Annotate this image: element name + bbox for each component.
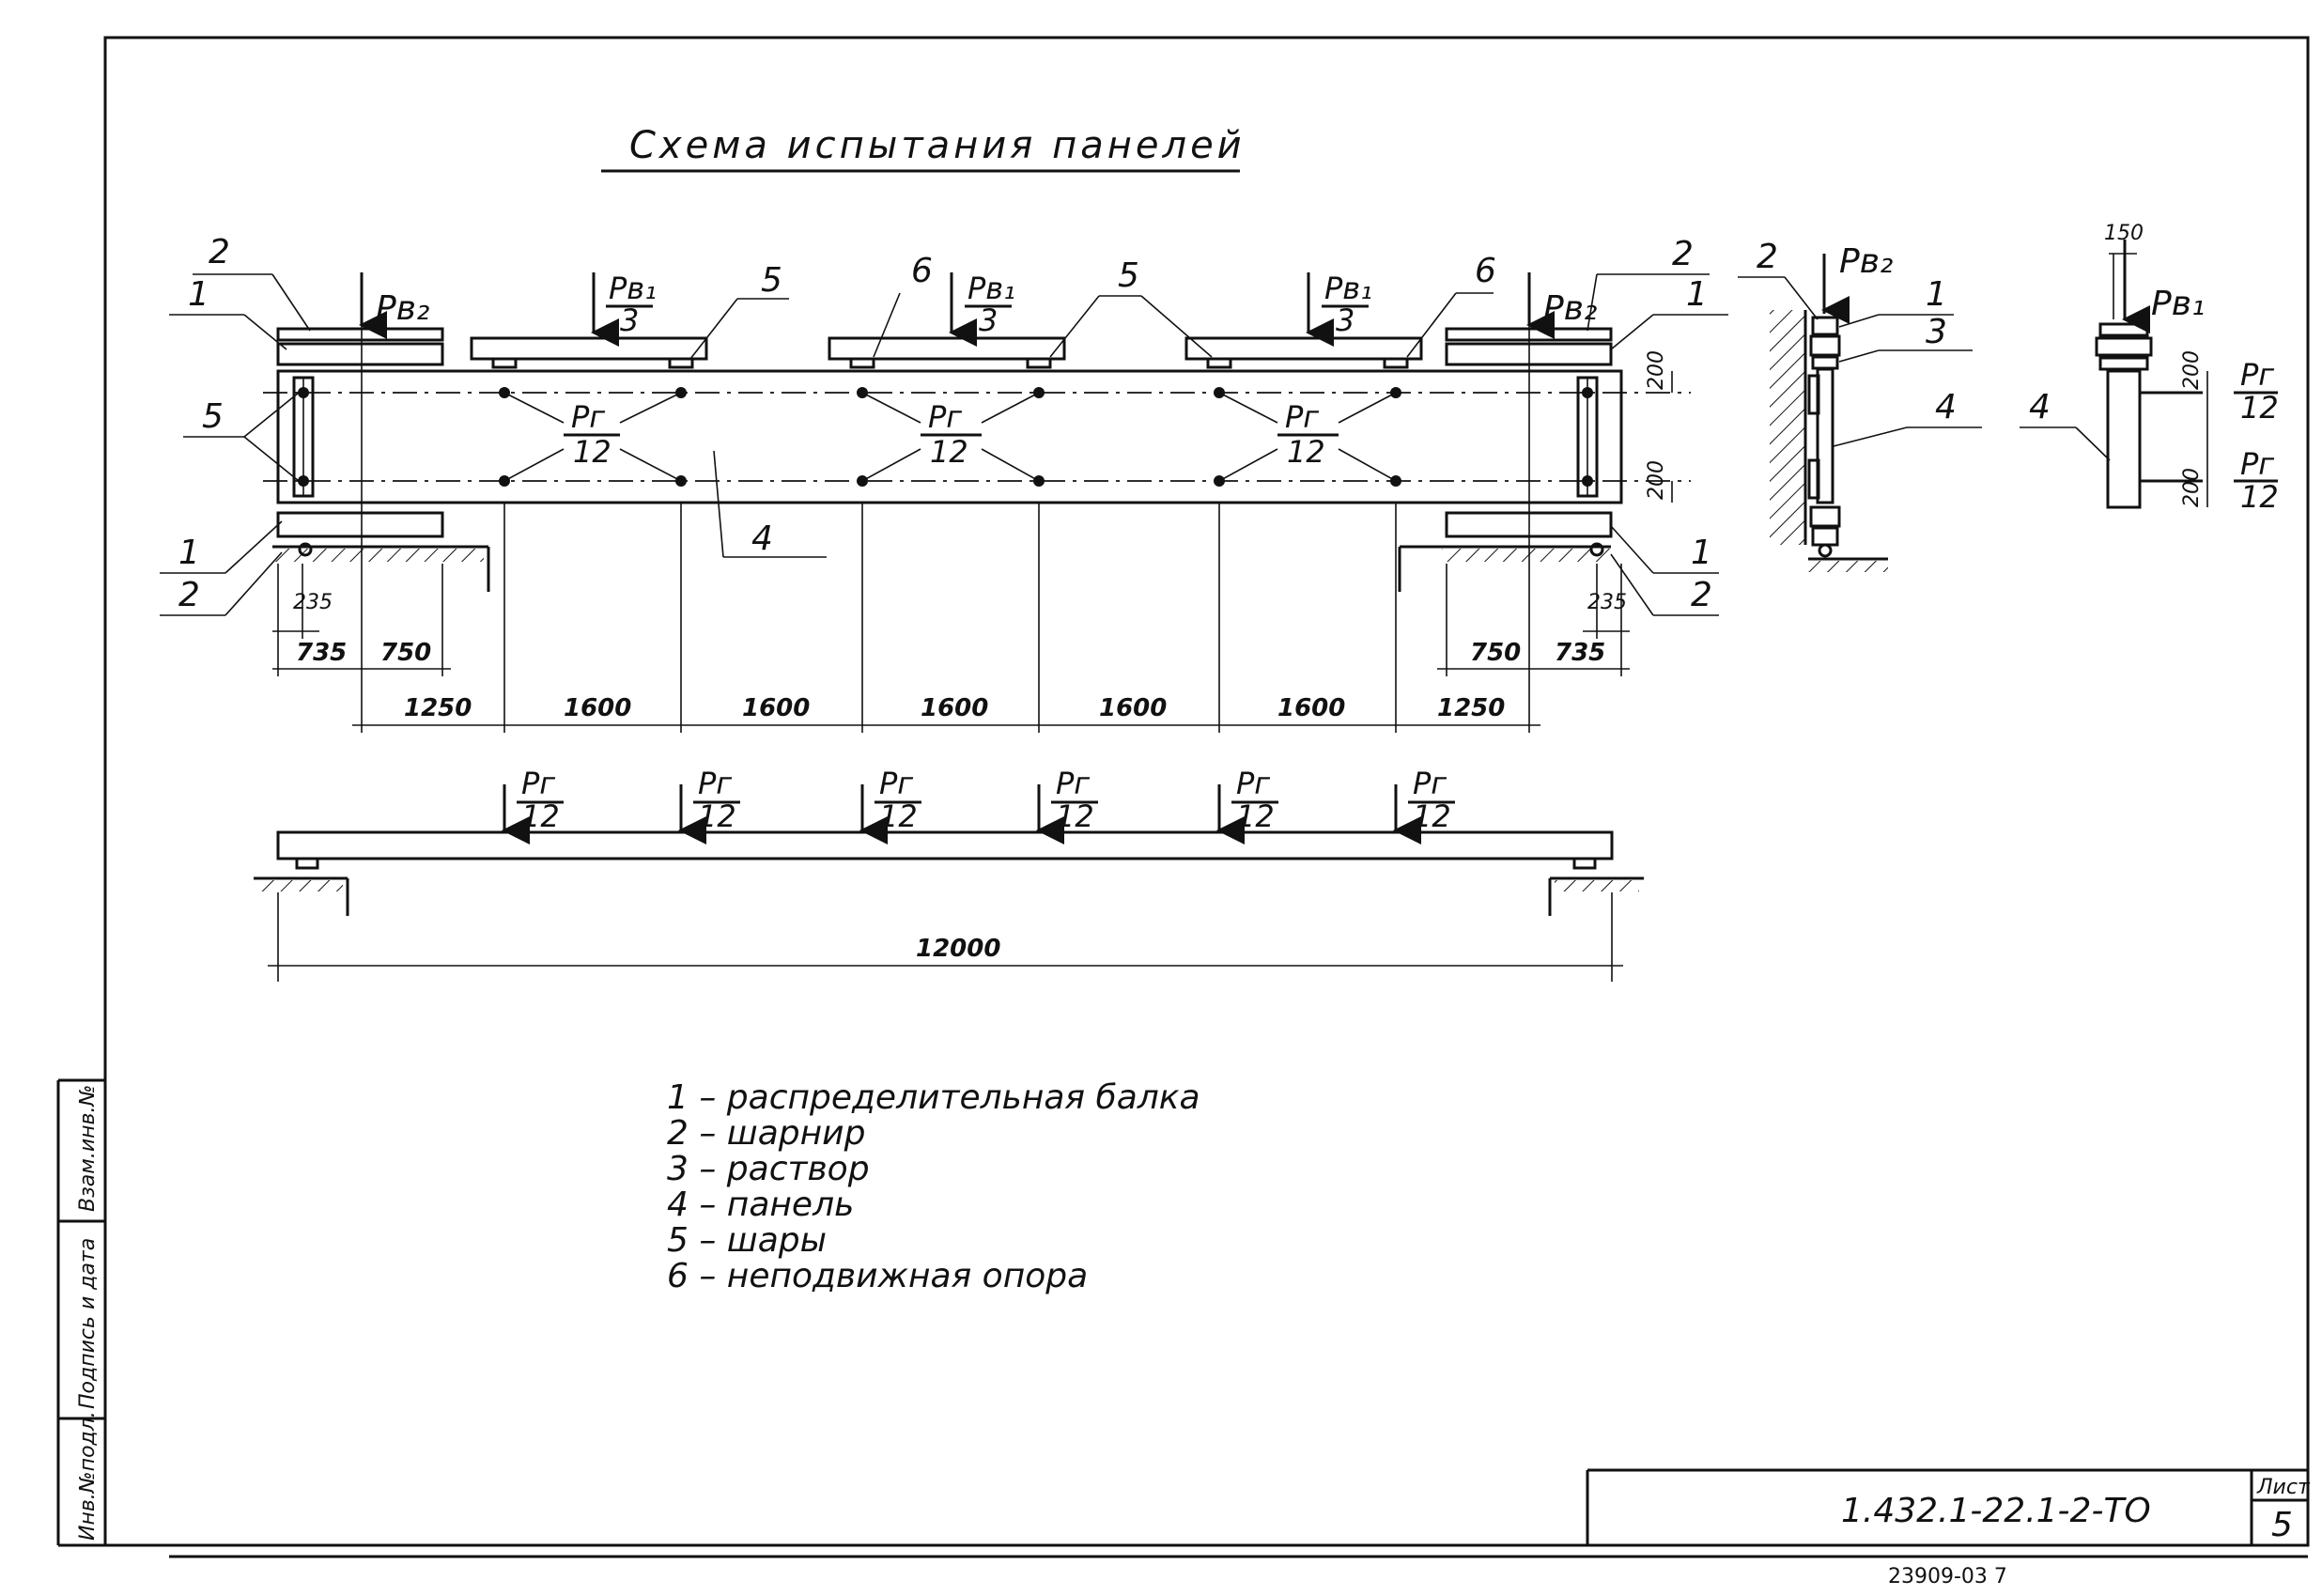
side-section-a: Рв₂ 2 1 3 4 — [1738, 238, 1982, 572]
svg-text:5: 5 — [202, 397, 224, 436]
legend: 1 – распределительная балка 2 – шарнир 3… — [667, 1078, 1200, 1295]
legend-item: 1 – распределительная балка — [667, 1078, 1200, 1117]
svg-text:Рг: Рг — [879, 766, 913, 801]
svg-text:Рв₁: Рв₁ — [968, 271, 1015, 306]
legend-item: 5 – шары — [667, 1221, 827, 1260]
svg-text:235: 235 — [1587, 591, 1627, 614]
drawing-code: 1.432.1-22.1-2-ТО — [1841, 1492, 2151, 1530]
svg-text:12000: 12000 — [916, 935, 1000, 963]
svg-text:1600: 1600 — [742, 694, 810, 722]
sheet-label: Лист — [2256, 1476, 2311, 1499]
svg-text:Рг: Рг — [1236, 766, 1270, 801]
drawing-title: Схема испытания панелей — [629, 124, 1246, 167]
svg-text:3: 3 — [1926, 313, 1947, 351]
sheet-frame — [56, 36, 2310, 1558]
svg-text:200: 200 — [1645, 350, 1668, 390]
title-block: 1.432.1-22.1-2-ТО Лист 5 23909-03 7 — [1586, 1468, 2311, 1588]
svg-text:1250: 1250 — [404, 694, 472, 722]
svg-text:1600: 1600 — [921, 694, 988, 722]
svg-text:12: 12 — [1056, 798, 1094, 834]
svg-text:1: 1 — [188, 275, 209, 314]
side-label-substitution: Взам.инв.№ — [76, 1085, 100, 1212]
svg-text:4: 4 — [751, 519, 773, 558]
svg-text:12: 12 — [930, 434, 968, 470]
svg-text:1: 1 — [1691, 534, 1712, 572]
svg-text:3: 3 — [1336, 302, 1354, 338]
svg-text:2: 2 — [1757, 238, 1778, 276]
svg-text:4: 4 — [1935, 388, 1957, 426]
svg-text:4: 4 — [2029, 388, 2051, 426]
svg-text:12: 12 — [2240, 390, 2279, 426]
svg-text:2: 2 — [209, 233, 230, 271]
panel-outline — [276, 369, 1623, 504]
svg-text:3: 3 — [620, 302, 639, 338]
svg-text:Рг: Рг — [698, 766, 732, 801]
svg-text:735: 735 — [1555, 639, 1605, 667]
svg-text:12: 12 — [2240, 479, 2279, 515]
svg-text:12: 12 — [879, 798, 918, 834]
svg-text:Рг: Рг — [1056, 766, 1090, 801]
svg-text:12: 12 — [698, 798, 736, 834]
svg-text:Рв₂: Рв₂ — [376, 289, 429, 328]
legend-item: 2 – шарнир — [667, 1114, 865, 1153]
svg-text:2: 2 — [1691, 576, 1712, 614]
archive-number: 23909-03 7 — [1888, 1565, 2007, 1588]
svg-text:6: 6 — [1475, 252, 1496, 290]
svg-text:Рг: Рг — [1413, 766, 1447, 801]
svg-text:Рг: Рг — [1285, 399, 1319, 435]
panel-load-labels: Рг 12 Рг 12 Рг 12 — [564, 399, 1339, 470]
svg-text:Рв₁: Рв₁ — [609, 271, 657, 306]
svg-text:3: 3 — [979, 302, 998, 338]
legend-item: 3 – раствор — [667, 1150, 870, 1188]
svg-text:1: 1 — [1686, 275, 1708, 314]
svg-text:Рг: Рг — [2240, 357, 2274, 393]
svg-text:Рв₂: Рв₂ — [1839, 242, 1893, 281]
svg-text:12: 12 — [1287, 434, 1325, 470]
legend-item: 6 – неподвижная опора — [667, 1257, 1088, 1295]
svg-text:Рг: Рг — [571, 399, 605, 435]
svg-text:Рг: Рг — [2240, 446, 2274, 482]
svg-text:12: 12 — [521, 798, 560, 834]
svg-text:Рв₁: Рв₁ — [1324, 271, 1372, 306]
svg-text:750: 750 — [1470, 639, 1521, 667]
svg-text:1: 1 — [1926, 275, 1947, 314]
svg-text:1600: 1600 — [1277, 694, 1345, 722]
svg-text:Рв₁: Рв₁ — [2151, 285, 2205, 323]
svg-text:235: 235 — [293, 591, 333, 614]
svg-text:5: 5 — [761, 261, 782, 300]
svg-text:1600: 1600 — [564, 694, 631, 722]
svg-text:1600: 1600 — [1099, 694, 1167, 722]
sheet-number: 5 — [2271, 1506, 2293, 1544]
side-label-inventory: Инв.№подл. — [76, 1411, 100, 1541]
svg-text:200: 200 — [1645, 460, 1668, 500]
svg-text:5: 5 — [1118, 256, 1139, 295]
svg-text:2: 2 — [1672, 235, 1694, 273]
svg-text:2: 2 — [178, 576, 200, 614]
side-label-signature: Подпись и дата — [76, 1238, 100, 1409]
svg-text:735: 735 — [296, 639, 347, 667]
svg-text:200: 200 — [2180, 350, 2204, 390]
legend-item: 4 – панель — [667, 1185, 854, 1224]
svg-text:Рв₂: Рв₂ — [1543, 289, 1597, 328]
svg-text:1250: 1250 — [1437, 694, 1505, 722]
svg-text:Рг: Рг — [928, 399, 962, 435]
svg-text:12: 12 — [1413, 798, 1451, 834]
svg-text:200: 200 — [2180, 468, 2204, 507]
svg-text:150: 150 — [2104, 222, 2144, 245]
callouts: 2 1 5 1 2 5 6 5 6 4 2 1 1 2 — [160, 233, 1728, 616]
svg-text:750: 750 — [380, 639, 431, 667]
svg-text:12: 12 — [1236, 798, 1275, 834]
svg-text:Рг: Рг — [521, 766, 555, 801]
svg-text:6: 6 — [911, 252, 933, 290]
svg-text:1: 1 — [178, 534, 200, 572]
main-test-scheme: Рг 12 Рг 12 Рг 12 Рв₂ Рв₂ Рв₁ 3 Рв₁ 3 Рв… — [160, 233, 1728, 733]
svg-text:12: 12 — [573, 434, 611, 470]
